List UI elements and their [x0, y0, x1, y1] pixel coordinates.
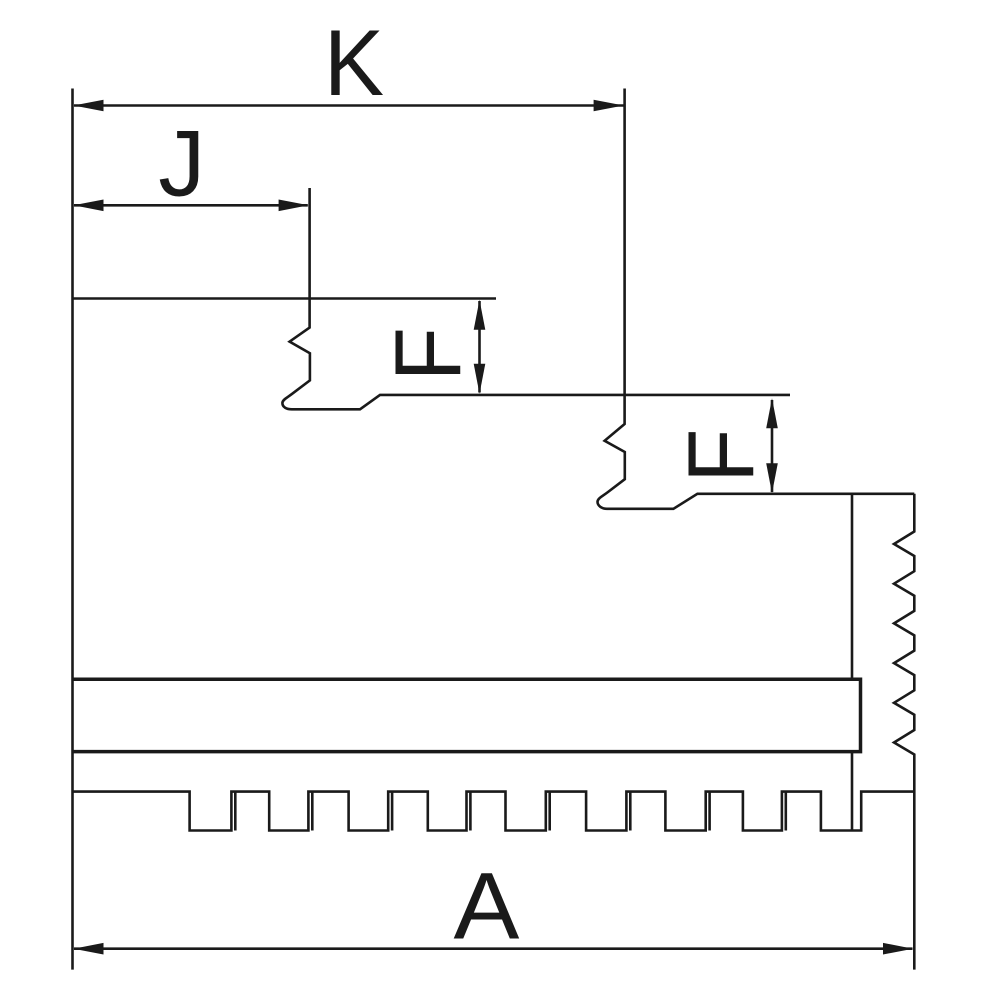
svg-text:K: K: [324, 10, 384, 115]
svg-text:F: F: [668, 429, 773, 483]
svg-text:F: F: [375, 327, 480, 381]
svg-text:A: A: [454, 852, 520, 959]
svg-text:J: J: [158, 111, 205, 216]
